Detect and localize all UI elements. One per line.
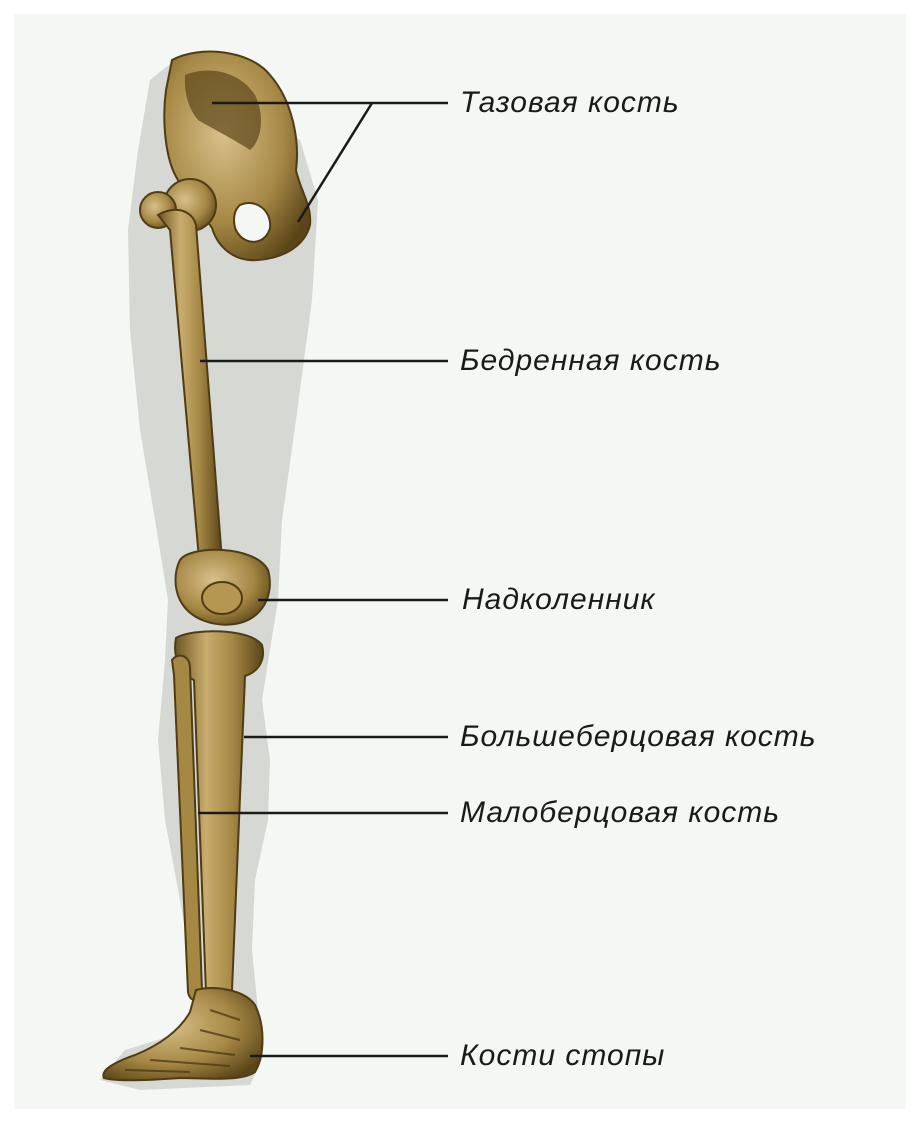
foot-bones	[103, 988, 262, 1080]
label-femur: Бедренная кость	[460, 346, 722, 376]
leader-line-pelvis-secondary	[298, 103, 372, 222]
label-fibula: Малоберцовая кость	[460, 798, 780, 828]
label-tibia: Большеберцовая кость	[460, 722, 817, 752]
label-patella: Надколенник	[462, 585, 656, 615]
patella-bone	[202, 582, 242, 614]
label-foot: Кости стопы	[460, 1041, 665, 1071]
label-pelvis: Тазовая кость	[460, 88, 680, 118]
